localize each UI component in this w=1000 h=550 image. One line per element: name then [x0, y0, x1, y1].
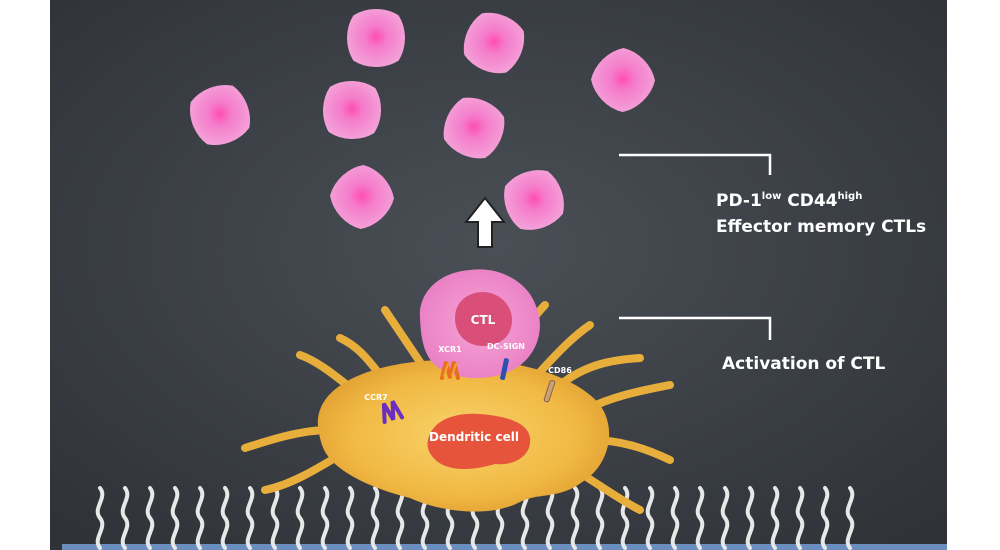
- activation-bracket-line: [619, 316, 772, 340]
- dendrite: [556, 354, 644, 389]
- membrane-villus: [295, 486, 305, 550]
- memory-marker-label: PD-1low CD44high: [716, 191, 862, 211]
- effector-cell: [504, 170, 564, 230]
- membrane-villus: [695, 486, 705, 550]
- activation-label: Activation of CTL: [722, 354, 885, 374]
- effector-cell: [322, 80, 382, 140]
- membrane-villus: [645, 486, 655, 550]
- membrane-villus: [595, 486, 605, 550]
- membrane-villus: [720, 486, 730, 550]
- effector-cell: [443, 97, 505, 159]
- xcr1-receptor-icon: [440, 361, 460, 380]
- membrane-villus: [620, 486, 630, 550]
- membrane-villus: [845, 486, 855, 550]
- ctl-label: CTL: [471, 313, 496, 327]
- dendrite: [381, 306, 424, 366]
- receptors: XCR1 DC-SIGN CD86 CCR7: [364, 342, 572, 425]
- effector-memory-cells: [189, 9, 655, 230]
- memory-bracket-line: [619, 153, 772, 175]
- membrane-villus: [170, 486, 180, 550]
- membrane-villus: [220, 486, 230, 550]
- dc-sign-label: DC-SIGN: [487, 342, 525, 351]
- up-arrow-icon: [463, 196, 507, 248]
- effector-cell: [591, 48, 655, 112]
- membrane-villus: [120, 486, 130, 550]
- membrane-villus: [795, 486, 805, 550]
- cd86-label: CD86: [548, 366, 572, 375]
- dendritic-cell-label: Dendritic cell: [429, 430, 519, 444]
- membrane-villus: [345, 486, 355, 550]
- membrane-villus: [770, 486, 780, 550]
- membrane-villus: [145, 486, 155, 550]
- memory-cell-label: Effector memory CTLs: [716, 217, 926, 237]
- membrane-villus: [95, 486, 105, 550]
- dendrite: [536, 321, 594, 376]
- ccr7-receptor-icon: [381, 400, 405, 425]
- membrane-villus: [820, 486, 830, 550]
- effector-cell: [463, 12, 525, 74]
- membrane-villus: [395, 486, 405, 550]
- membrane-villus: [545, 486, 555, 550]
- dendritic-cell: Dendritic cell: [241, 301, 674, 514]
- effector-cell: [189, 84, 251, 146]
- bottom-membrane-line: [62, 544, 947, 550]
- membrane-villus: [370, 486, 380, 550]
- ctl-cell: CTL: [419, 269, 540, 379]
- membrane-villi: [95, 486, 855, 550]
- membrane-villus: [670, 486, 680, 550]
- membrane-villus: [245, 486, 255, 550]
- ccr7-label: CCR7: [364, 393, 387, 402]
- membrane-villus: [270, 486, 280, 550]
- effector-cell: [330, 165, 394, 229]
- membrane-villus: [745, 486, 755, 550]
- dc-sign-receptor-icon: [500, 358, 509, 381]
- membrane-villus: [195, 486, 205, 550]
- dendritic-cell-nucleus: [427, 413, 531, 469]
- cd86-receptor-icon: [543, 379, 556, 403]
- membrane-villus: [570, 486, 580, 550]
- effector-cell: [347, 9, 405, 67]
- xcr1-label: XCR1: [438, 345, 462, 354]
- membrane-villus: [320, 486, 330, 550]
- ctl-nucleus: [455, 292, 512, 346]
